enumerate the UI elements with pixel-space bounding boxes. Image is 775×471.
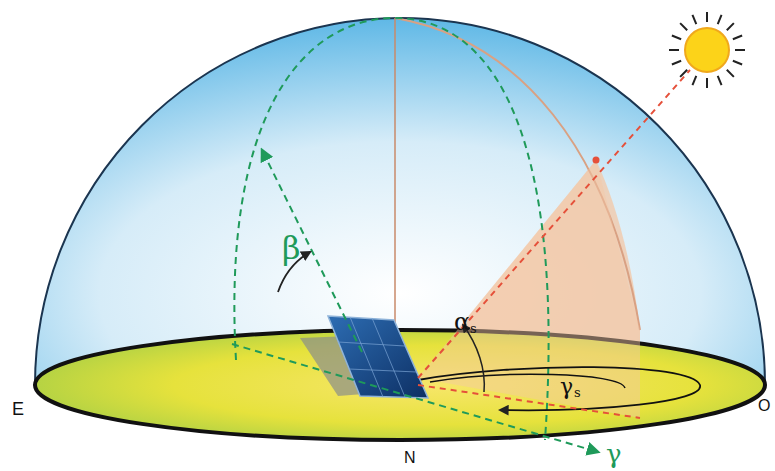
- solar-azimuth-arc: [418, 367, 700, 410]
- panel-normal: [262, 150, 362, 352]
- altitude-subscript: s: [470, 322, 477, 335]
- panel-meridian: [234, 18, 548, 440]
- sun-ray: [418, 70, 690, 378]
- sun: [669, 12, 745, 88]
- solar-panel: [328, 316, 428, 398]
- sun-projection: [418, 385, 640, 418]
- sun-plane: [418, 160, 640, 418]
- cardinal-east: E: [12, 400, 24, 418]
- solar-azimuth-arc-inner: [430, 374, 625, 388]
- tilt-angle-label: β: [282, 232, 301, 264]
- panel-azimuth-label: γ: [606, 441, 622, 467]
- ray-point: [593, 157, 600, 164]
- sun-plane-ground: [418, 160, 640, 418]
- zenith-line: [394, 18, 396, 340]
- cardinal-west: O: [758, 398, 770, 414]
- altitude-angle-label: α: [454, 310, 470, 334]
- solar-azimuth-label: γ: [560, 376, 573, 398]
- altitude-arc: [463, 325, 484, 392]
- solar-azimuth-subscript: s: [574, 386, 581, 399]
- panel-azimuth-line: [232, 344, 598, 452]
- cardinal-north: N: [404, 450, 416, 466]
